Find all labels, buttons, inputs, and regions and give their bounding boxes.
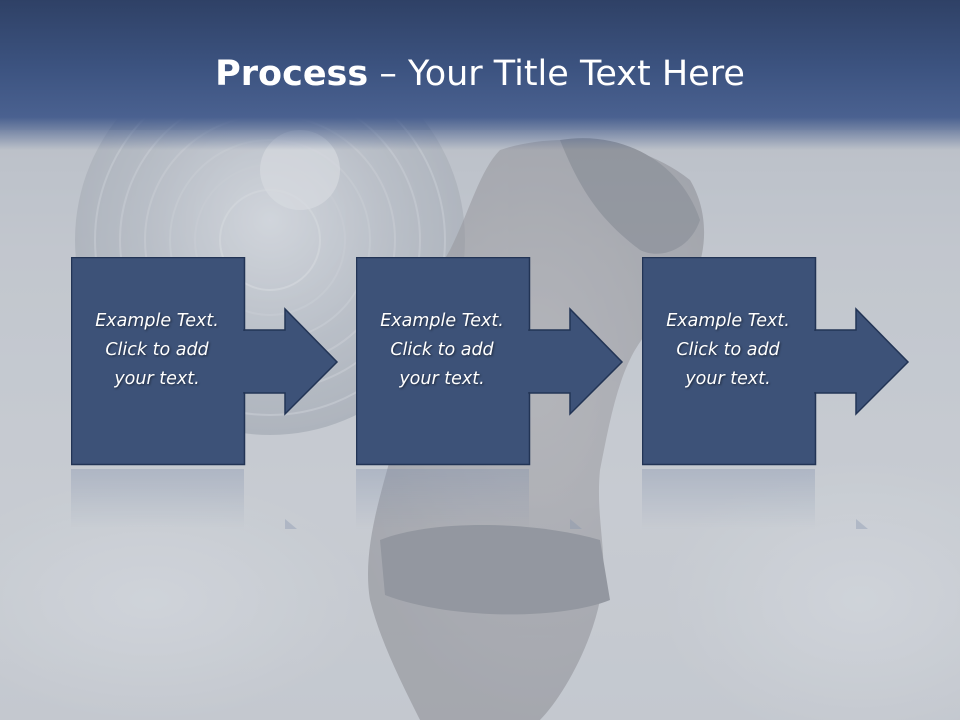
step-line: Example Text. (380, 311, 504, 331)
title-bold-text: Process (215, 54, 369, 94)
step-text-2[interactable]: Example Text. Click to add your text. (362, 307, 522, 394)
slide-title[interactable]: Process – Your Title Text Here (0, 52, 960, 96)
step-line: your text. (685, 369, 771, 389)
title-band (0, 0, 960, 150)
step-reflection-3 (642, 469, 868, 529)
step-text-1[interactable]: Example Text. Click to add your text. (77, 307, 237, 394)
step-reflection-1 (71, 469, 297, 529)
step-line: Example Text. (95, 311, 219, 331)
step-box-3 (642, 257, 910, 466)
step-line: Click to add (390, 340, 494, 360)
right-arrow-icon (243, 307, 339, 416)
step-reflection-2 (356, 469, 582, 529)
step-line: Click to add (105, 340, 209, 360)
step-text-3[interactable]: Example Text. Click to add your text. (648, 307, 808, 394)
step-line: Example Text. (666, 311, 790, 331)
step-box-1 (71, 257, 339, 466)
step-line: your text. (399, 369, 485, 389)
step-box-2 (356, 257, 624, 466)
right-arrow-icon (528, 307, 624, 416)
right-arrow-icon (814, 307, 910, 416)
title-rest-text: – Your Title Text Here (368, 54, 745, 94)
process-step-2[interactable]: Example Text. Click to add your text. (356, 257, 626, 529)
step-line: your text. (114, 369, 200, 389)
step-line: Click to add (676, 340, 780, 360)
process-step-1[interactable]: Example Text. Click to add your text. (71, 257, 341, 529)
process-step-3[interactable]: Example Text. Click to add your text. (642, 257, 912, 529)
